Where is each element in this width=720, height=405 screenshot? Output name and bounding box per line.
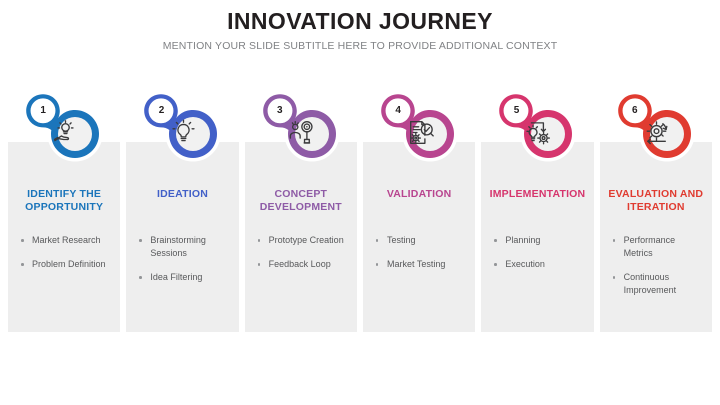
page-subtitle: MENTION YOUR SLIDE SUBTITLE HERE TO PROV… xyxy=(162,40,558,53)
step-heading-4: VALIDATION xyxy=(386,188,452,200)
person-target-idea-icon xyxy=(280,110,324,154)
step-marker-1[interactable]: 1 xyxy=(12,90,116,170)
step-marker-3[interactable]: 3 xyxy=(249,90,353,170)
step-marker-2[interactable]: 2 xyxy=(130,90,234,170)
step-heading-5: IMPLEMENTATION xyxy=(489,188,586,200)
list-item: Market Research xyxy=(19,234,113,247)
step-number-1: 1 xyxy=(40,105,46,116)
step-heading-6: EVALUATION AND ITERATION xyxy=(608,188,704,214)
hand-holding-lightbulb-icon xyxy=(43,110,87,154)
list-item: Problem Definition xyxy=(19,258,113,271)
step-marker-6[interactable]: 6 xyxy=(604,90,708,170)
list-item: Brainstorming Sessions xyxy=(137,234,231,260)
step-number-2: 2 xyxy=(158,105,165,116)
step-number-4: 4 xyxy=(395,105,401,116)
list-item: Market Testing xyxy=(374,258,468,271)
list-item: Planning xyxy=(492,234,586,247)
list-item: Testing xyxy=(374,234,468,247)
document-gear-check-icon xyxy=(398,110,442,154)
list-item: Execution xyxy=(492,258,586,271)
list-item: Feedback Loop xyxy=(256,258,350,271)
step-marker-4[interactable]: 4 xyxy=(367,90,471,170)
lightbulb-icon xyxy=(161,110,205,154)
step-heading-2: IDEATION xyxy=(156,188,208,200)
lightbulb-gear-arrow-icon xyxy=(516,110,560,154)
step-heading-3: CONCEPT DEVELOPMENT xyxy=(259,188,342,214)
step-number-6: 6 xyxy=(632,105,638,116)
step-marker-5[interactable]: 5 xyxy=(485,90,589,170)
list-item: Idea Filtering xyxy=(137,271,231,284)
page-title: INNOVATION JOURNEY xyxy=(227,8,493,34)
gear-refresh-icon xyxy=(635,110,679,154)
list-item: Prototype Creation xyxy=(256,234,350,247)
list-item: Continuous Improvement xyxy=(611,271,705,297)
step-heading-1: IDENTIFY THE OPPORTUNITY xyxy=(25,188,104,214)
slide-header: INNOVATION JOURNEY MENTION YOUR SLIDE SU… xyxy=(0,8,720,53)
list-item: Performance Metrics xyxy=(611,234,705,260)
step-number-5: 5 xyxy=(513,105,520,116)
step-number-3: 3 xyxy=(277,105,283,116)
